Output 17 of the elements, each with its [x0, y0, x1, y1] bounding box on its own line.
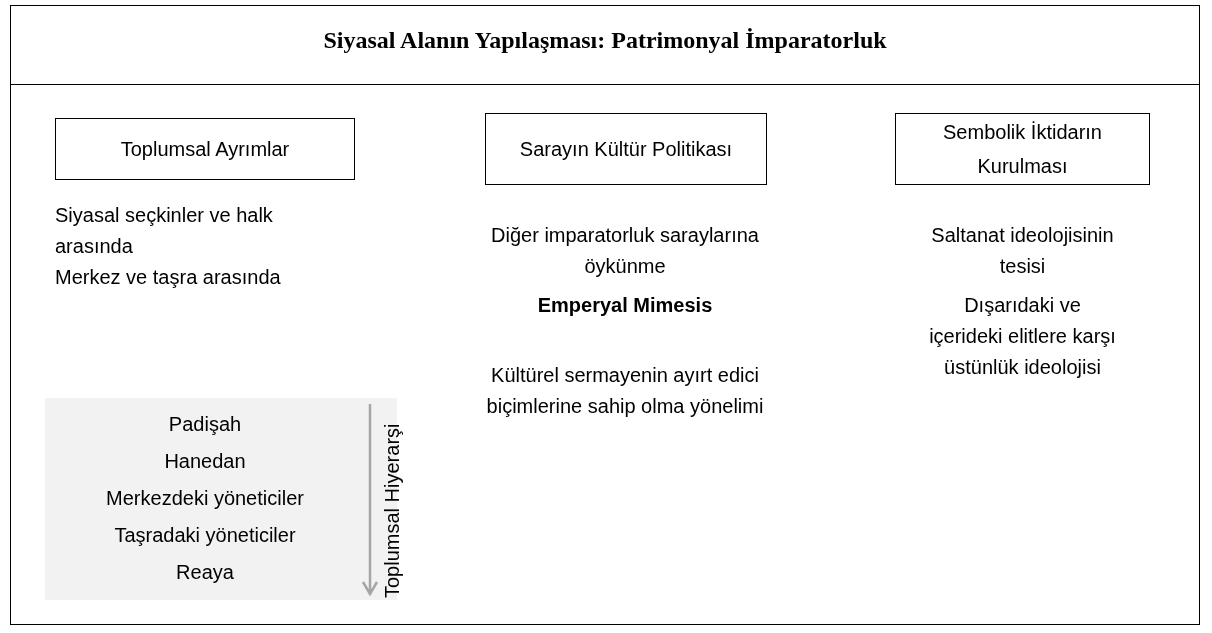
text-label: Saltanat ideolojisinin tesisi [930, 223, 1115, 279]
hierarchy-level: Taşradaki yöneticiler [114, 524, 296, 546]
hierarchy-level: Reaya [176, 561, 234, 583]
heading-box: Sarayın Kültür Politikası [485, 113, 767, 185]
hierarchy-level: Padişah [168, 413, 242, 435]
heading-box: Sembolik İktidarın Kurulması [895, 113, 1150, 185]
text-label: Merkez ve taşra arasında [55, 265, 281, 290]
text-label: Diğer imparatorluk saraylarına öykünme [490, 223, 760, 279]
axis-label: Toplumsal Hiyerarşi [380, 422, 404, 598]
text-label: Emperyal Mimesis [537, 293, 713, 318]
heading-box: Toplumsal Ayrımlar [55, 118, 355, 180]
text-label: Kültürel sermayenin ayırt edici biçimlerine sahip olma yönelimi [485, 363, 765, 419]
text-label: Siyasal seçkinler ve halk arasında [55, 203, 274, 259]
hierarchy-level: Hanedan [164, 450, 246, 472]
text-label: Dışarıdaki ve içerideki elitlere karşı üstünlük ideolojisi [928, 293, 1117, 380]
title: Siyasal Alanın Yapılaşması: Patrimonyal İmparatorluk [323, 27, 887, 53]
hierarchy-level: Merkezdeki yöneticiler [106, 487, 304, 509]
